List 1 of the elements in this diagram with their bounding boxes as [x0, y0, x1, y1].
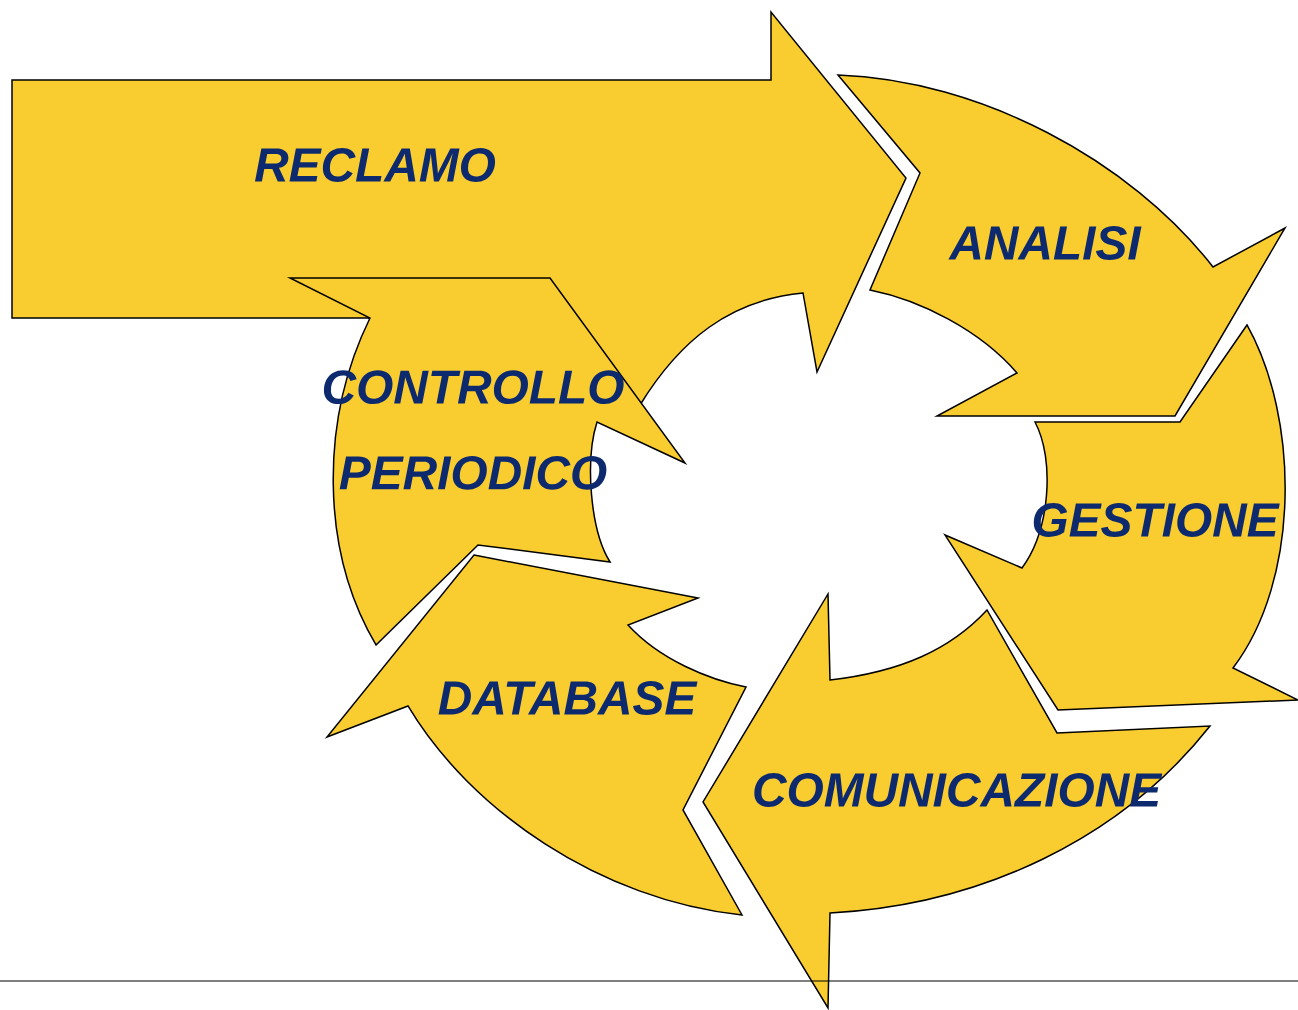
node-label: ANALISI — [948, 226, 1142, 260]
